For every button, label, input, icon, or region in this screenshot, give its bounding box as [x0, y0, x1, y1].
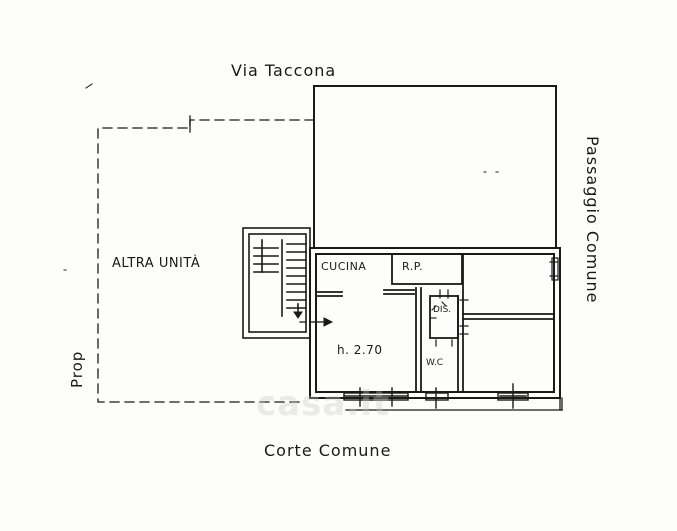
building-outline	[313, 85, 557, 249]
stair-arrow	[293, 311, 303, 319]
neighbor-unit-label: ALTRA UNITÀ	[112, 256, 201, 271]
ceiling-height-label: h. 2.70	[337, 343, 383, 357]
wc-ticks	[429, 301, 447, 319]
staircase	[242, 227, 311, 339]
interior-partitions	[317, 253, 555, 393]
watermark: casa.it	[256, 384, 391, 424]
window-right	[551, 257, 559, 281]
storage-label: R.P.	[402, 260, 424, 273]
passage-line	[345, 397, 563, 411]
windows-bottom	[343, 383, 529, 409]
street-label-top: Via Taccona	[231, 61, 337, 80]
wc-label: W.C	[426, 358, 444, 368]
kitchen-label: CUCINA	[321, 260, 367, 273]
door-marks	[435, 261, 559, 347]
left-side-label: Prop	[68, 350, 86, 388]
street-label-right: Passaggio Comune	[583, 136, 602, 304]
property-boundary-dashed	[97, 115, 315, 403]
closet-label: DIS.	[433, 305, 452, 315]
street-label-bottom: Corte Comune	[264, 441, 392, 460]
